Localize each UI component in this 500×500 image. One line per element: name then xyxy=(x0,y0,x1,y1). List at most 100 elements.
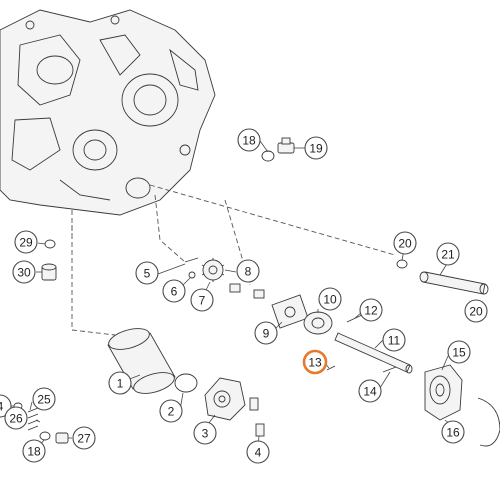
callout-label: 11 xyxy=(388,334,401,348)
callout-1: 1 xyxy=(108,371,132,395)
callout-label: 26 xyxy=(9,412,23,426)
part-5-pin xyxy=(184,257,199,263)
callout-circle xyxy=(246,440,270,464)
callout-label: 15 xyxy=(452,346,466,360)
part-18-ring-lower xyxy=(39,431,51,441)
part-3-cover xyxy=(204,377,246,421)
callout-5: 5 xyxy=(135,261,159,285)
part-29-ring xyxy=(44,239,56,249)
callout-label: 29 xyxy=(19,236,33,250)
callout-label: 27 xyxy=(77,432,91,446)
part-8-bolt xyxy=(229,283,265,299)
callout-label: 3 xyxy=(202,427,209,441)
part-12-pin xyxy=(346,314,363,323)
callout-circle xyxy=(237,128,261,152)
callout-10: 10 xyxy=(318,287,342,311)
callout-circle xyxy=(135,261,159,285)
part-2-oring xyxy=(174,373,198,393)
callout-circle xyxy=(32,387,56,411)
callout-circle xyxy=(436,242,460,266)
callout-12: 12 xyxy=(359,298,383,322)
callout-21: 21 xyxy=(436,242,460,266)
callout-circle xyxy=(302,349,328,375)
callout-circle xyxy=(108,371,132,395)
part-18-ring xyxy=(261,150,275,162)
callout-label: 2 xyxy=(168,405,175,419)
callout-label: 6 xyxy=(171,285,178,299)
callout-26: 26 xyxy=(4,406,28,430)
callout-circle xyxy=(447,340,471,364)
callout-label: 13 xyxy=(308,356,322,370)
callout-29: 29 xyxy=(14,230,38,254)
callout-18: 18 xyxy=(22,439,46,463)
callout-7: 7 xyxy=(190,288,214,312)
callout-20: 20 xyxy=(393,231,417,255)
callout-16: 16 xyxy=(441,420,465,444)
callouts: 18 19 29 30 20 21 5 8 67 10 12 20 9 11 13 15 1 14 25 4 2 26 16… xyxy=(0,128,488,464)
callout-14: 14 xyxy=(358,379,382,403)
callout-20: 20 xyxy=(464,299,488,323)
part-1-filter xyxy=(107,328,176,394)
callout-label: 19 xyxy=(309,142,323,156)
callout-circle xyxy=(22,439,46,463)
callout-label: 4 xyxy=(0,400,4,414)
callout-3: 3 xyxy=(193,421,217,445)
callout-25: 25 xyxy=(32,387,56,411)
callout-circle xyxy=(14,230,38,254)
callout-2: 2 xyxy=(159,399,183,423)
part-27-plug xyxy=(55,432,69,444)
callout-15: 15 xyxy=(447,340,471,364)
callout-label: 25 xyxy=(37,393,51,407)
callout-circle xyxy=(382,328,406,352)
part-4-bolts xyxy=(249,397,265,437)
callout-label: 16 xyxy=(446,426,460,440)
callout-label: 5 xyxy=(144,267,151,281)
callout-label: 21 xyxy=(441,248,455,262)
callout-label: 20 xyxy=(469,305,483,319)
callout-11: 11 xyxy=(382,328,406,352)
callout-circle xyxy=(193,421,217,445)
part-26-spring xyxy=(27,407,39,431)
callout-circle xyxy=(441,420,465,444)
part-10-rotor xyxy=(303,311,333,335)
callout-13-highlighted: 13 xyxy=(302,349,328,375)
part-13-pin xyxy=(326,365,336,371)
callout-label: 18 xyxy=(27,445,41,459)
callout-19: 19 xyxy=(304,136,328,160)
callout-circle xyxy=(358,379,382,403)
callout-label: 20 xyxy=(398,237,412,251)
part-19-bolt xyxy=(277,137,295,154)
callout-27: 27 xyxy=(72,426,96,450)
part-9-cover xyxy=(271,294,309,329)
callout-label: 8 xyxy=(245,265,252,279)
callout-circle xyxy=(254,321,278,345)
callout-circle xyxy=(4,406,28,430)
callout-circle xyxy=(162,279,186,303)
callout-circle xyxy=(464,299,488,323)
callout-circle xyxy=(318,287,342,311)
part-14-pin xyxy=(382,366,397,373)
callout-circle xyxy=(304,136,328,160)
callout-label: 14 xyxy=(363,385,377,399)
callout-circle xyxy=(393,231,417,255)
part-16-ring xyxy=(477,397,500,447)
part-6-washer xyxy=(188,271,196,279)
callout-circle xyxy=(12,260,36,284)
engine-case xyxy=(0,9,216,216)
part-21-shaft xyxy=(419,271,489,295)
callout-label: 30 xyxy=(17,266,31,280)
callout-9: 9 xyxy=(254,321,278,345)
callout-label: 1 xyxy=(117,377,124,391)
callout-30: 30 xyxy=(12,260,36,284)
callout-circle xyxy=(190,288,214,312)
callout-circle xyxy=(72,426,96,450)
callout-label: 4 xyxy=(255,446,262,460)
callout-circle xyxy=(359,298,383,322)
part-11-shaft xyxy=(334,332,413,374)
callout-label: 10 xyxy=(323,293,337,307)
part-30-plug xyxy=(41,263,57,281)
part-15-housing xyxy=(424,364,463,421)
callout-18: 18 xyxy=(237,128,261,152)
part-7-gear xyxy=(201,258,225,282)
